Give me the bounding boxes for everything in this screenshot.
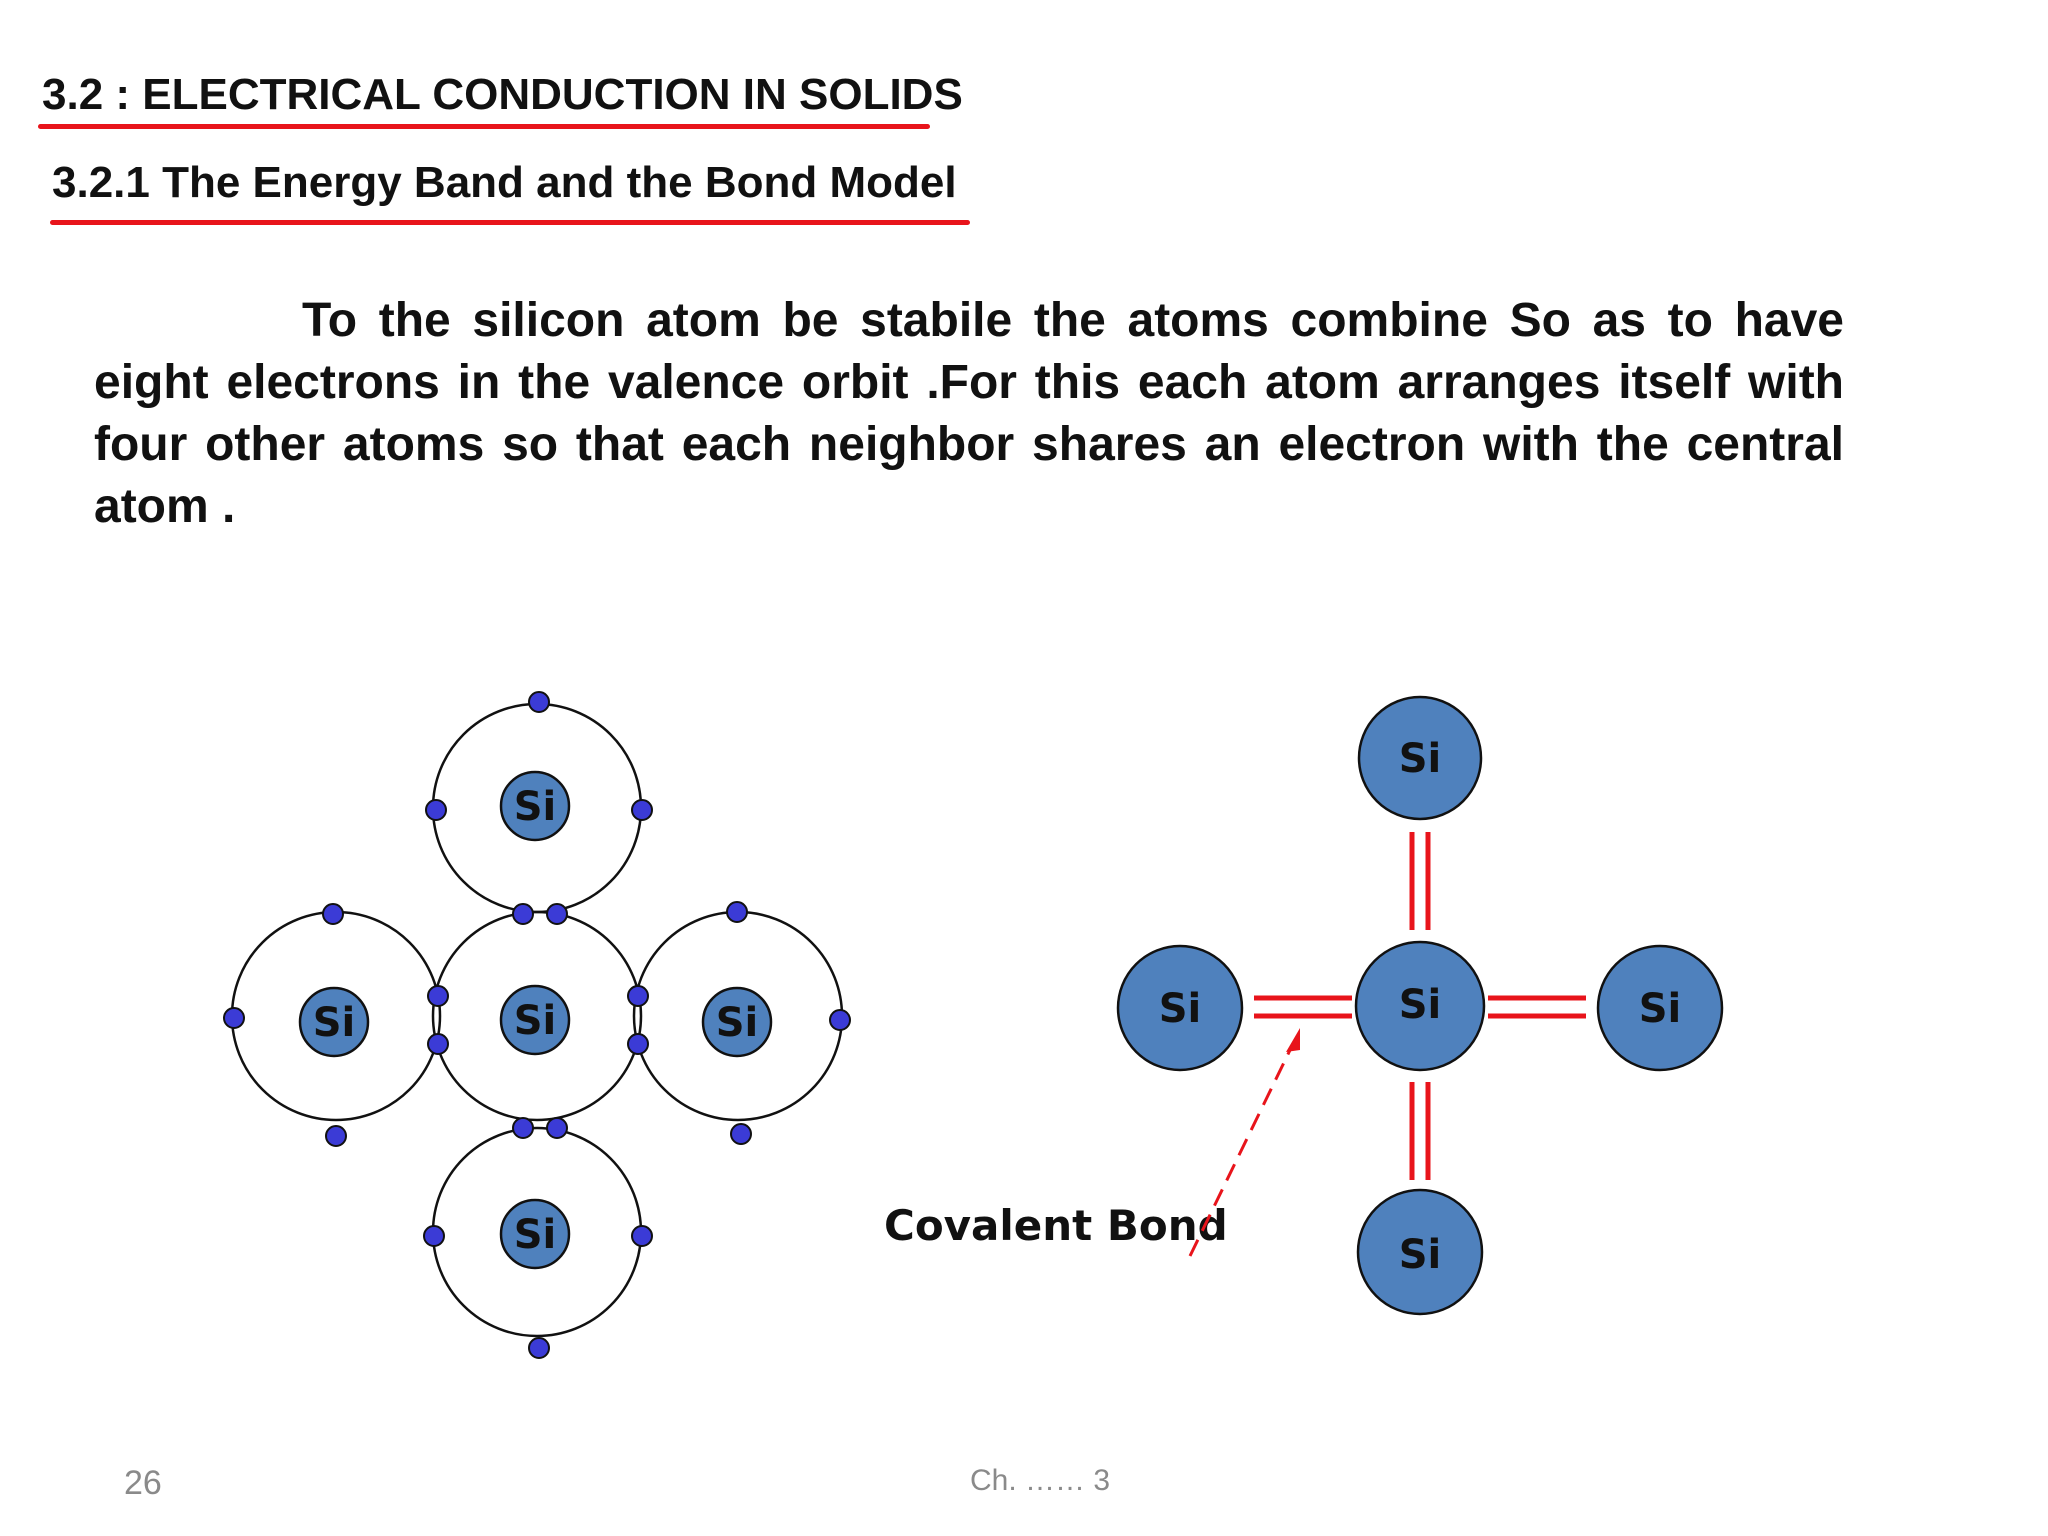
section-heading-underline	[38, 124, 930, 129]
bonds	[1254, 832, 1586, 1180]
electron	[829, 1009, 851, 1031]
atom-left: Si	[1116, 944, 1244, 1072]
nucleus-left-label: Si	[313, 1000, 356, 1046]
electron	[730, 1123, 752, 1145]
nucleus-center-label: Si	[514, 998, 557, 1044]
electron	[427, 985, 449, 1007]
electron	[425, 799, 447, 821]
nucleus-bottom-label: Si	[514, 1212, 557, 1258]
covalent-bond-arrow	[1188, 1028, 1300, 1257]
atom-left-label: Si	[1159, 986, 1202, 1032]
nucleus-center: Si	[499, 984, 571, 1056]
nucleus-top: Si	[499, 770, 571, 842]
atom-center: Si	[1354, 940, 1486, 1072]
chapter-label: Ch. …… 3	[970, 1464, 1111, 1497]
body-paragraph: To the silicon atom be stabile the atoms…	[94, 294, 1844, 533]
atom-top-label: Si	[1399, 736, 1442, 782]
electrons	[223, 691, 851, 1359]
section-heading: 3.2 : ELECTRICAL CONDUCTION IN SOLIDS	[42, 70, 963, 119]
electron-shell-diagram: Si Si Si Si Si	[223, 691, 851, 1359]
nucleus-left: Si	[298, 986, 370, 1058]
electron	[627, 985, 649, 1007]
electron	[546, 1117, 568, 1139]
electron	[631, 1225, 653, 1247]
electron	[726, 901, 748, 923]
atom-bottom-label: Si	[1399, 1232, 1442, 1278]
page-number: 26	[124, 1464, 162, 1502]
nucleus-right: Si	[701, 986, 773, 1058]
electron	[627, 1033, 649, 1055]
electron	[546, 903, 568, 925]
electron	[631, 799, 653, 821]
atom-center-label: Si	[1399, 982, 1442, 1028]
orbit-center	[431, 910, 643, 1122]
covalent-bond-diagram: Si Si Si Si Si Covalent Bond	[884, 695, 1724, 1316]
nucleus-top-label: Si	[514, 784, 557, 830]
electron	[427, 1033, 449, 1055]
nucleus-bottom: Si	[499, 1198, 571, 1270]
electron	[223, 1007, 245, 1029]
subsection-heading-underline	[50, 220, 970, 225]
electron	[325, 1125, 347, 1147]
atom-bottom: Si	[1356, 1188, 1484, 1316]
subsection-heading: 3.2.1 The Energy Band and the Bond Model	[52, 158, 957, 207]
covalent-bond-label: Covalent Bond	[884, 1201, 1228, 1250]
atom-right-label: Si	[1639, 986, 1682, 1032]
nucleus-right-label: Si	[716, 1000, 759, 1046]
atom-top: Si	[1357, 695, 1483, 821]
electron	[322, 903, 344, 925]
atom-right: Si	[1596, 944, 1724, 1072]
electron	[512, 1117, 534, 1139]
electron	[528, 691, 550, 713]
electron	[423, 1225, 445, 1247]
electron	[528, 1337, 550, 1359]
electron	[512, 903, 534, 925]
